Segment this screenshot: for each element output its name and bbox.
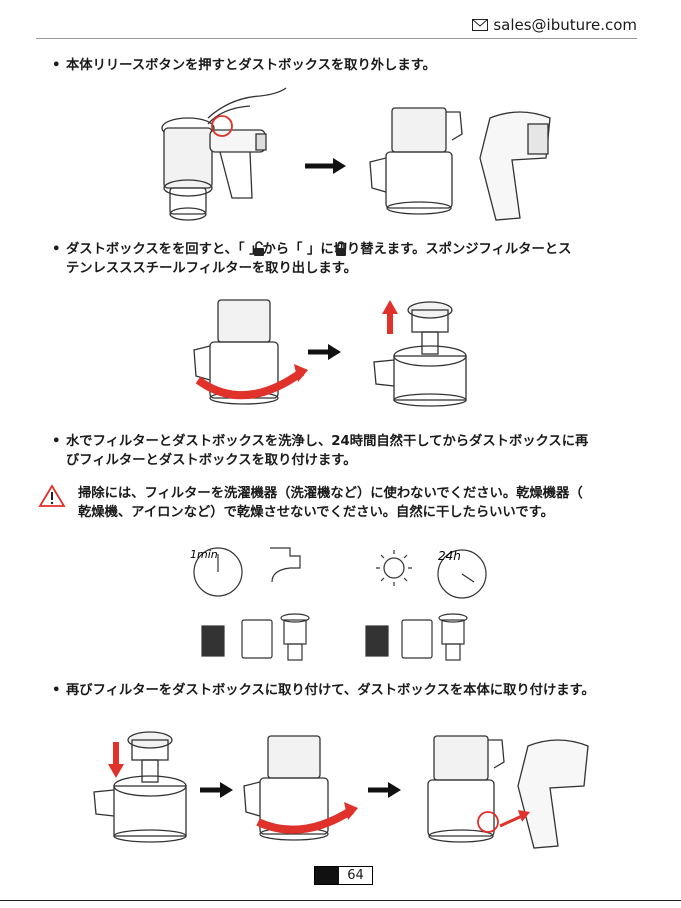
step-1-illustration [161,87,551,221]
footer-divider [0,900,681,901]
page-number-box: 64 [314,866,373,885]
lock-open-icon [254,241,264,256]
step-4-text: •再びフィルターをダストボックスに取り付けて、ダストボックスを本体に取り付けます… [52,683,595,698]
mail-icon [472,19,489,31]
step-3-text: •水でフィルターとダストボックスを洗浄し、24時間自然干してからダストボックスに… [52,434,589,468]
step-1-text: •本体リリースボタンを押すとダストボックスを取り外します。 [52,58,436,73]
step-3-illustration: 1min 24h [190,547,487,661]
page-number: 64 [347,868,364,883]
email-header: sales@ibuture.com [472,16,637,34]
step-2-text: •ダストボックスをを回すと、「 」から「 」に切り替えます。スポンジフィルターと… [52,242,572,276]
step-2-illustration [193,299,467,407]
email-address[interactable]: sales@ibuture.com [493,16,637,34]
lock-closed-icon [336,241,346,256]
header-divider [36,38,637,39]
step-4-illustration [93,731,589,849]
wash-timer-label: 1min [190,548,218,561]
warning-icon [38,484,66,507]
page-number-block [315,867,339,884]
dry-timer-label: 24h [438,549,461,563]
